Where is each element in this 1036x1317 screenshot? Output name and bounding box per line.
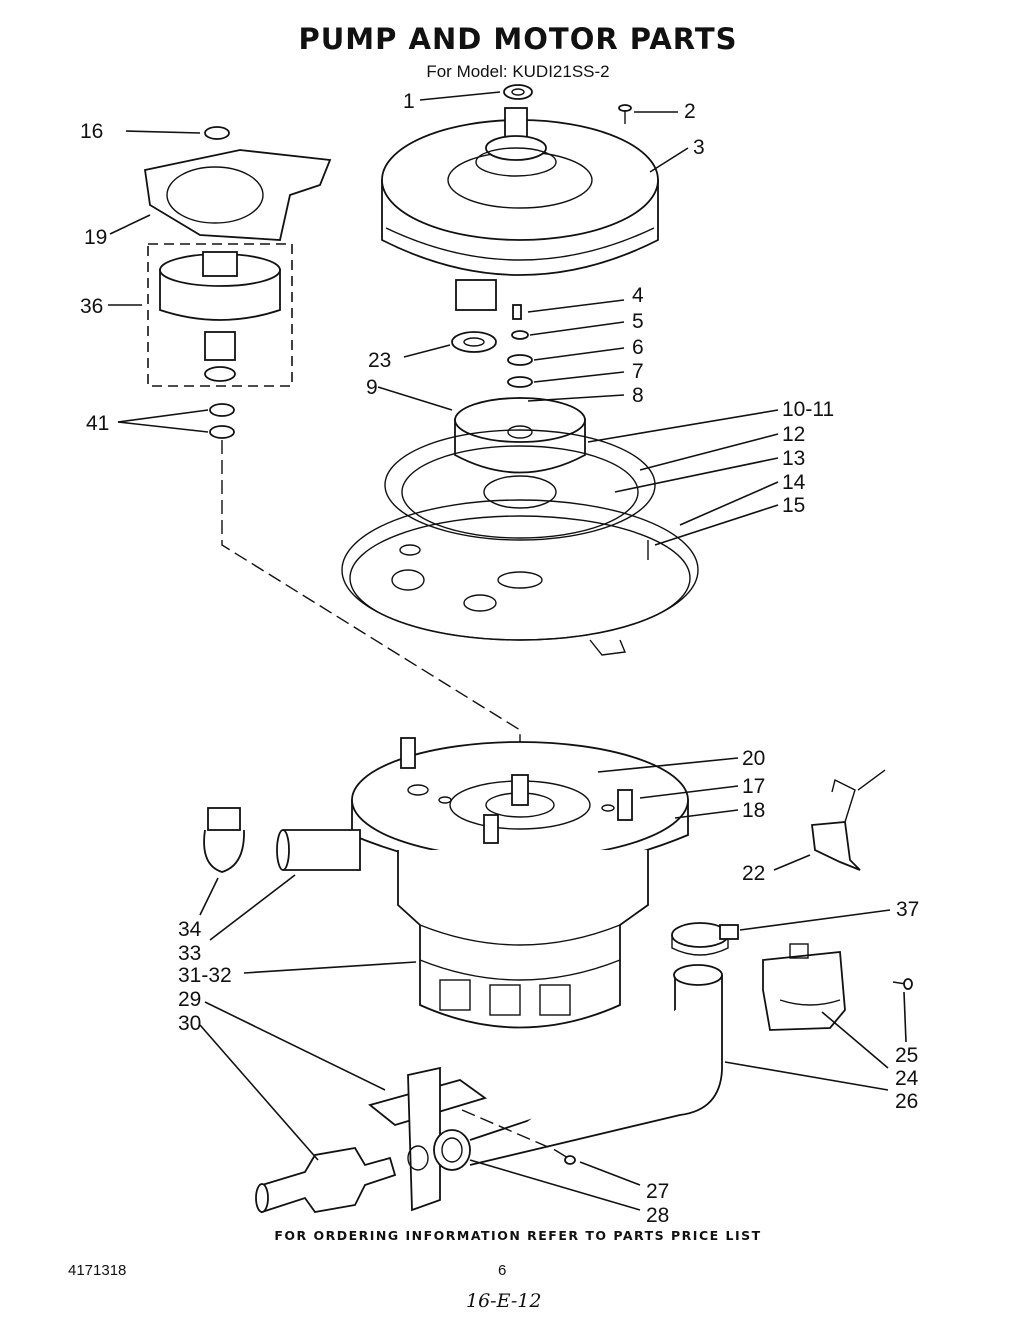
part-22-sensor: [810, 769, 886, 871]
callout-25: 25: [895, 1044, 918, 1067]
callout-33: 33: [178, 942, 201, 965]
parts-31-32-motor-body: [397, 850, 649, 1029]
callout-12: 12: [782, 423, 805, 446]
part-30-fitting: [255, 1145, 429, 1214]
part-29-bracket: [368, 1066, 488, 1212]
part-34-clamp: [203, 807, 245, 873]
callout-labels: 1 2 3 16 19 36 4 5 6 7 8 9 23 41 10-11 1…: [80, 90, 919, 1227]
part-3-motor-housing: [381, 107, 659, 311]
callout-19: 19: [84, 226, 107, 249]
callout-27: 27: [646, 1180, 669, 1203]
part-16-o-ring: [204, 126, 230, 140]
parts-10-to-14-pump-housing: [341, 429, 699, 656]
callout-29: 29: [178, 988, 201, 1011]
part-36-seal-assembly-box: [147, 243, 293, 387]
callout-9: 9: [366, 376, 378, 399]
callout-34: 34: [178, 918, 202, 941]
callout-36: 36: [80, 295, 103, 318]
callout-14: 14: [782, 471, 806, 494]
callout-41: 41: [86, 412, 109, 435]
callout-8: 8: [632, 384, 644, 407]
part-41-o-rings: [209, 403, 235, 439]
callout-2: 2: [684, 100, 696, 123]
callout-3: 3: [693, 136, 705, 159]
part-27-screw: [554, 1149, 576, 1165]
part-1-washer: [503, 84, 533, 100]
ordering-info-note: FOR ORDERING INFORMATION REFER TO PARTS …: [274, 1228, 762, 1243]
part-19-gasket: [143, 149, 332, 241]
handwritten-note: 16-E-12: [466, 1290, 542, 1312]
leader-lines: [108, 91, 907, 1211]
callout-7: 7: [632, 360, 644, 383]
callout-6: 6: [632, 336, 644, 359]
model-subtitle: For Model: KUDI21SS-2: [426, 62, 610, 81]
document-number: 4171318: [68, 1262, 127, 1279]
part-26-hose: [469, 964, 723, 1166]
callout-13: 13: [782, 447, 805, 470]
part-23-seal: [451, 331, 497, 353]
page-number: 6: [498, 1262, 507, 1279]
parts-4-to-8-hardware: [507, 304, 533, 405]
callout-31-32: 31-32: [178, 964, 232, 987]
callout-1: 1: [403, 90, 415, 113]
callout-18: 18: [742, 799, 765, 822]
part-24-thermostat: [762, 943, 846, 1031]
callout-30: 30: [178, 1012, 201, 1035]
callout-24: 24: [895, 1067, 919, 1090]
callout-10-11: 10-11: [782, 398, 834, 421]
assembly-guide-line: [221, 440, 521, 770]
callout-23: 23: [368, 349, 391, 372]
part-28-clamp: [433, 1129, 471, 1171]
callout-37: 37: [896, 898, 919, 921]
part-25-screw: [892, 978, 913, 990]
callout-22: 22: [742, 862, 765, 885]
callout-4: 4: [632, 284, 644, 307]
page-title: PUMP AND MOTOR PARTS: [298, 22, 738, 56]
callout-17: 17: [742, 775, 765, 798]
callout-26: 26: [895, 1090, 918, 1113]
part-37-clamp: [671, 922, 739, 956]
callout-16: 16: [80, 120, 103, 143]
part-33-port-tube: [276, 829, 361, 871]
callout-5: 5: [632, 310, 644, 333]
part-2-screw: [618, 104, 632, 124]
part-9-impeller: [454, 397, 586, 474]
callout-28: 28: [646, 1204, 669, 1227]
callout-20: 20: [742, 747, 765, 770]
part-36-seal-assembly: [159, 251, 281, 382]
callout-15: 15: [782, 494, 805, 517]
